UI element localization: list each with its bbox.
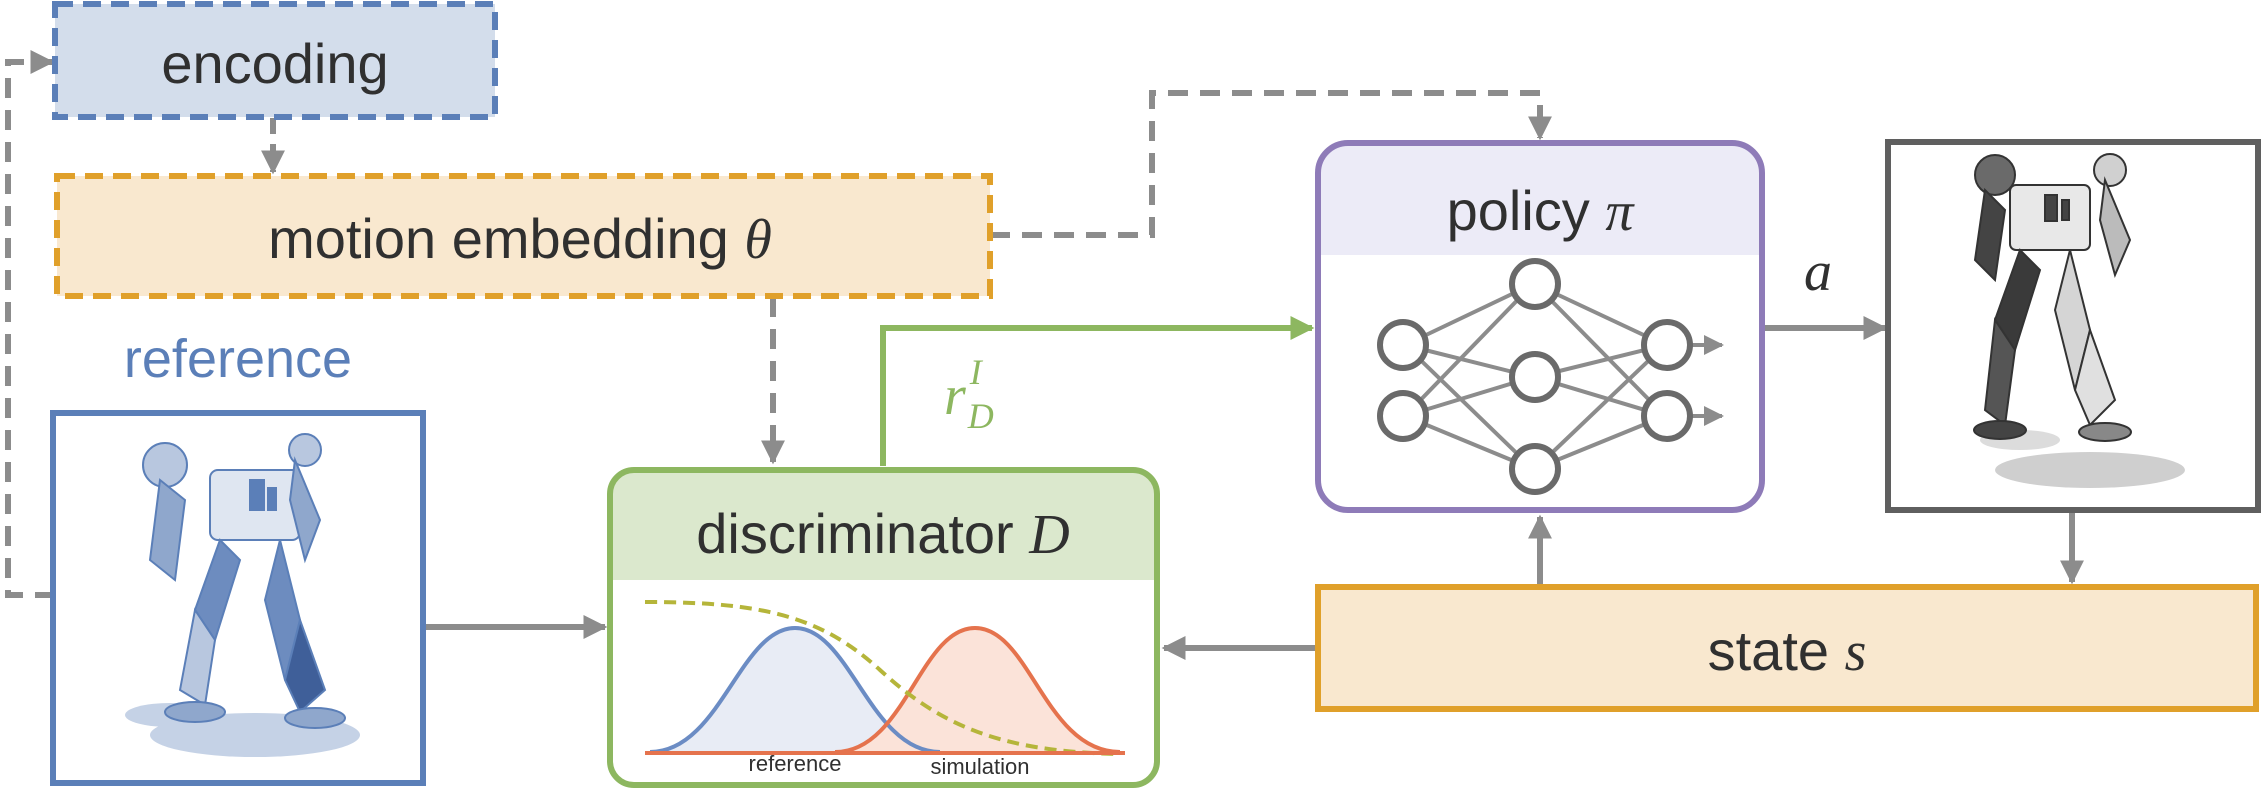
pi-symbol: π [1605, 181, 1635, 243]
humanoid-robot-reference-image [125, 433, 360, 757]
state-node: state s [1315, 584, 2259, 712]
reward-label: rDI [944, 352, 994, 436]
policy-node: policy π [1315, 140, 1765, 513]
simulation-curve-label: simulation [930, 754, 1029, 779]
discriminator-node: discriminator D reference simulation [607, 467, 1160, 788]
simulation-image-frame [1885, 139, 2261, 513]
simulation-distribution-curve [834, 625, 1121, 754]
edge-reference-to-encoding [5, 50, 55, 598]
reference-image-frame [50, 410, 426, 786]
action-label: a [1804, 241, 1832, 303]
reference-curve-label: reference [749, 751, 842, 776]
discriminator-label: discriminator D [696, 502, 1069, 566]
distribution-plot: reference simulation [644, 600, 1125, 779]
state-label: state s [1708, 619, 1867, 683]
discriminator-output-curve [644, 600, 1121, 756]
simulation-distribution-fill [835, 628, 1120, 752]
d-symbol: D [1028, 504, 1069, 566]
reward-superscript: I [969, 352, 984, 392]
encoding-node: encoding [52, 1, 498, 120]
encoding-label: encoding [161, 32, 388, 95]
theta-symbol: θ [744, 209, 772, 271]
s-symbol: s [1845, 621, 1867, 683]
humanoid-robot-simulation-image [1973, 153, 2185, 488]
motion-embedding-node: motion embedding θ [54, 173, 993, 299]
policy-label: policy π [1447, 179, 1636, 243]
edge-embedding-to-policy [990, 90, 1552, 238]
reward-subscript: D [967, 396, 994, 436]
edge-reward-to-policy [880, 316, 1315, 466]
reference-title: reference [124, 329, 352, 389]
reference-distribution-fill [650, 628, 940, 752]
neural-network-icon [1377, 258, 1724, 495]
motion-embedding-label: motion embedding θ [268, 207, 772, 271]
